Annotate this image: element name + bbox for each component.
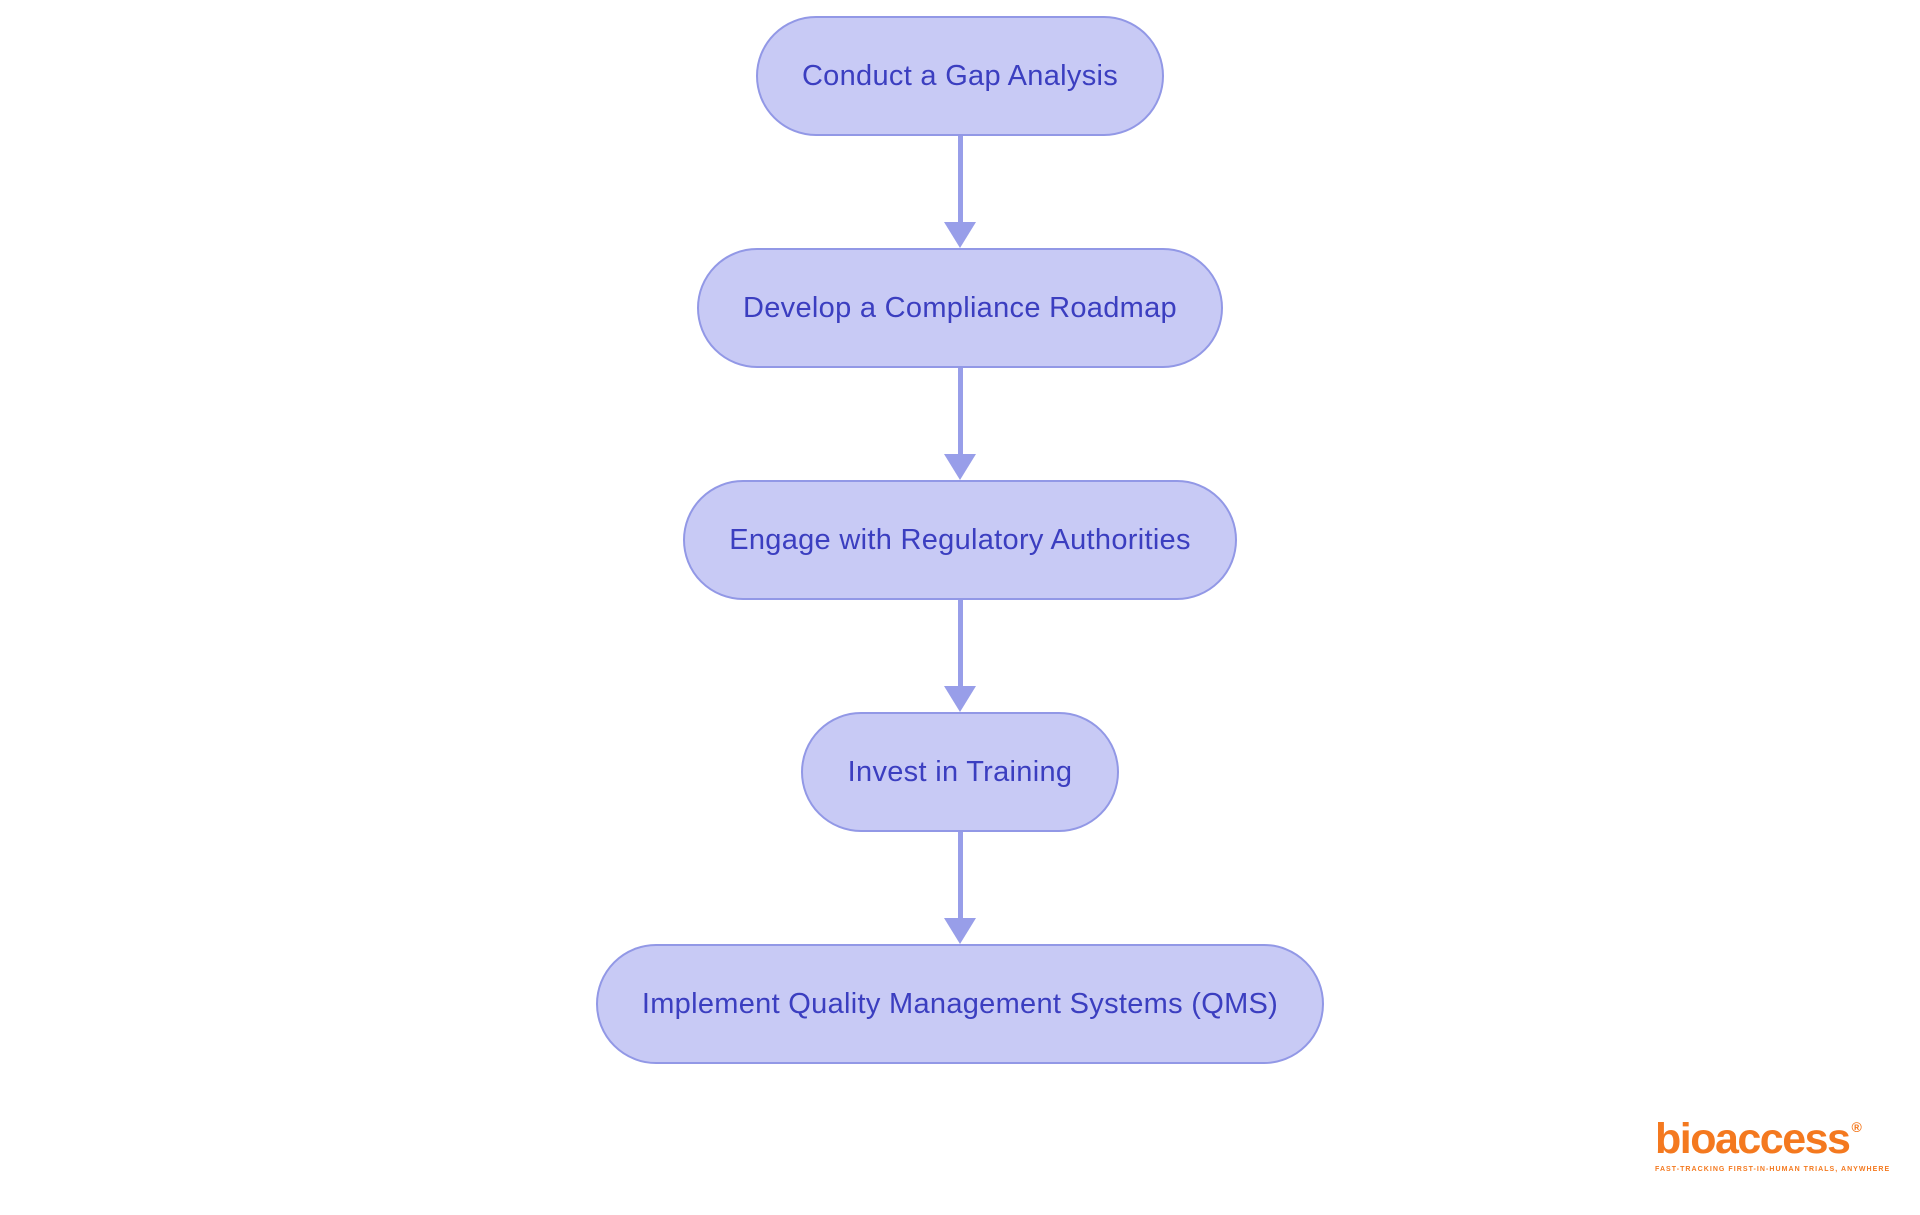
arrow-head-icon [944,222,976,248]
down-arrow-connector [944,832,976,944]
logo-wordmark: bioaccess [1655,1115,1851,1163]
arrow-line [957,600,963,686]
arrow-line [957,368,963,454]
flow-node: Engage with Regulatory Authorities [683,480,1237,600]
logo-wordmark-row: bioaccess ® [1655,1118,1885,1161]
arrow-head-icon [944,454,976,480]
arrow-line [957,136,963,222]
arrow-head-icon [944,686,976,712]
down-arrow-connector [944,368,976,480]
down-arrow-connector [944,136,976,248]
arrow-line [957,832,963,918]
arrow-head-icon [944,918,976,944]
flow-node-label: Develop a Compliance Roadmap [743,291,1177,324]
flow-node: Implement Quality Management Systems (QM… [595,944,1325,1064]
flow-node: Develop a Compliance Roadmap [697,248,1223,368]
bioaccess-logo: bioaccess ® FAST-TRACKING FIRST-IN-HUMAN… [1655,1118,1891,1174]
flow-node: Conduct a Gap Analysis [755,16,1165,136]
flow-node-label: Conduct a Gap Analysis [801,59,1119,92]
flow-node: Invest in Training [801,712,1119,832]
flow-node-label: Invest in Training [847,755,1073,788]
down-arrow-connector [944,600,976,712]
flow-node-label: Implement Quality Management Systems (QM… [641,987,1279,1020]
logo-tagline: FAST-TRACKING FIRST-IN-HUMAN TRIALS, ANY… [1655,1166,1891,1173]
registered-trademark-icon: ® [1851,1119,1862,1135]
flow-node-label: Engage with Regulatory Authorities [729,523,1191,556]
